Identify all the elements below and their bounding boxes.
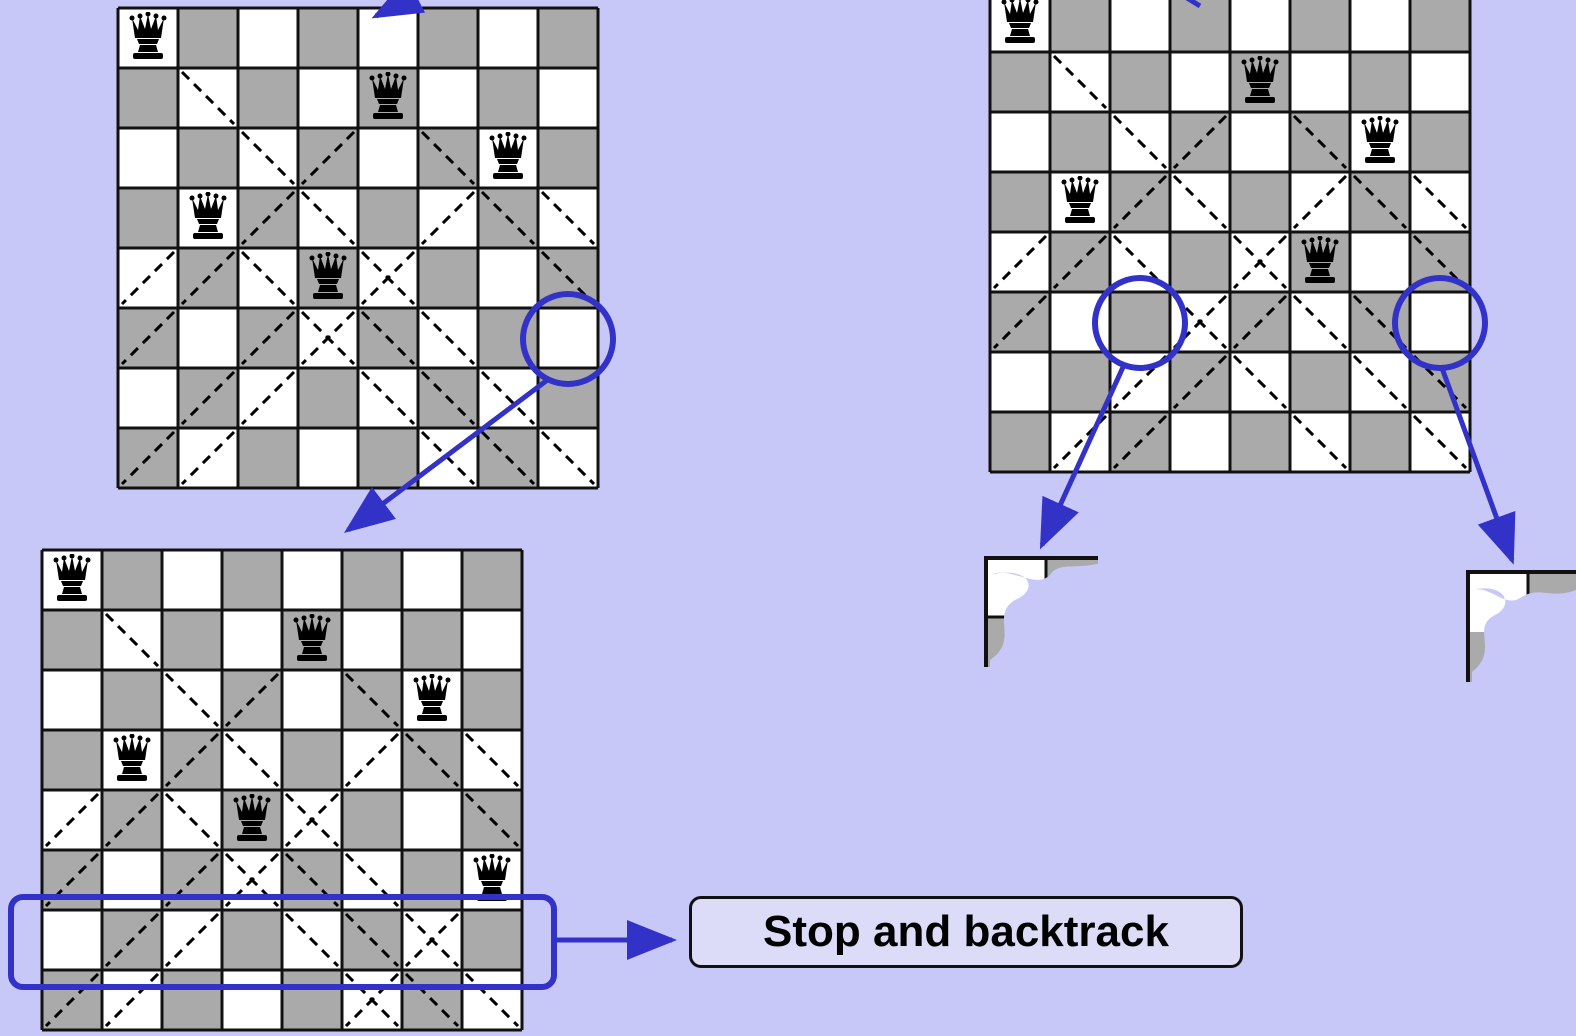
board-square xyxy=(1230,0,1290,52)
board-square xyxy=(222,610,282,670)
board-square xyxy=(1410,0,1470,52)
callout-label: Stop and backtrack xyxy=(763,907,1169,957)
board-square xyxy=(1110,52,1170,112)
board-square xyxy=(538,68,598,128)
board-square xyxy=(178,308,238,368)
board-square xyxy=(990,172,1050,232)
board-square xyxy=(1290,352,1350,412)
board-square xyxy=(358,188,418,248)
board-square xyxy=(538,8,598,68)
board-square xyxy=(102,670,162,730)
board-square xyxy=(42,730,102,790)
board-square xyxy=(1170,52,1230,112)
board-square xyxy=(1050,0,1110,52)
board-square xyxy=(1170,0,1230,52)
board-square xyxy=(342,610,402,670)
board-square xyxy=(462,610,522,670)
board-square xyxy=(1290,0,1350,52)
board-square xyxy=(42,670,102,730)
board-square xyxy=(222,550,282,610)
board-square xyxy=(178,8,238,68)
board-square xyxy=(178,128,238,188)
board-square xyxy=(462,550,522,610)
board-square xyxy=(402,610,462,670)
board-square xyxy=(478,8,538,68)
board-square xyxy=(478,248,538,308)
board-square xyxy=(358,128,418,188)
board-top-right xyxy=(990,0,1470,472)
board-square xyxy=(42,910,102,970)
board-square xyxy=(538,128,598,188)
board-square xyxy=(990,52,1050,112)
board-square xyxy=(990,112,1050,172)
board-square xyxy=(162,610,222,670)
board-square xyxy=(118,68,178,128)
board-square xyxy=(358,428,418,488)
board-square xyxy=(222,910,282,970)
board-square xyxy=(538,308,598,368)
board-square xyxy=(1350,412,1410,472)
board-square xyxy=(282,550,342,610)
board-square xyxy=(1350,232,1410,292)
board-square xyxy=(1110,0,1170,52)
board-square xyxy=(118,368,178,428)
board-square xyxy=(102,550,162,610)
board-square xyxy=(1350,52,1410,112)
board-fragment-left xyxy=(984,556,1110,690)
board-square xyxy=(478,68,538,128)
board-square xyxy=(418,8,478,68)
board-square xyxy=(1110,292,1170,352)
board-square xyxy=(358,8,418,68)
board-fragments xyxy=(984,556,1576,700)
board-square xyxy=(402,850,462,910)
board-square xyxy=(402,790,462,850)
board-square xyxy=(282,970,342,1030)
board-square xyxy=(298,368,358,428)
board-square xyxy=(402,550,462,610)
board-square xyxy=(990,412,1050,472)
board-square xyxy=(1410,292,1470,352)
board-square xyxy=(238,428,298,488)
board-square xyxy=(1050,352,1110,412)
board-square xyxy=(238,8,298,68)
board-square xyxy=(118,128,178,188)
board-square xyxy=(1410,52,1470,112)
board-square xyxy=(1170,232,1230,292)
board-square xyxy=(282,670,342,730)
board-square xyxy=(342,790,402,850)
board-square xyxy=(462,910,522,970)
board-bottom-left xyxy=(42,550,522,1030)
board-square xyxy=(1350,0,1410,52)
board-top-left xyxy=(118,8,598,488)
board-square xyxy=(1410,112,1470,172)
board-square xyxy=(1230,172,1290,232)
board-square xyxy=(1290,52,1350,112)
stop-and-backtrack-callout: Stop and backtrack xyxy=(689,896,1243,968)
boards-layer xyxy=(42,0,1470,1030)
board-square xyxy=(282,730,342,790)
board-square xyxy=(418,248,478,308)
board-square xyxy=(462,670,522,730)
board-square xyxy=(162,970,222,1030)
board-square xyxy=(238,68,298,128)
board-square xyxy=(990,352,1050,412)
board-square xyxy=(102,850,162,910)
board-fragment-right xyxy=(1466,570,1576,700)
board-square xyxy=(1170,412,1230,472)
board-square xyxy=(298,68,358,128)
board-square xyxy=(298,8,358,68)
board-square xyxy=(118,188,178,248)
board-square xyxy=(298,428,358,488)
board-square xyxy=(1050,112,1110,172)
board-square xyxy=(162,550,222,610)
board-square xyxy=(1230,112,1290,172)
board-square xyxy=(342,550,402,610)
board-square xyxy=(418,68,478,128)
board-square xyxy=(42,610,102,670)
board-square xyxy=(1230,412,1290,472)
board-square xyxy=(222,970,282,1030)
